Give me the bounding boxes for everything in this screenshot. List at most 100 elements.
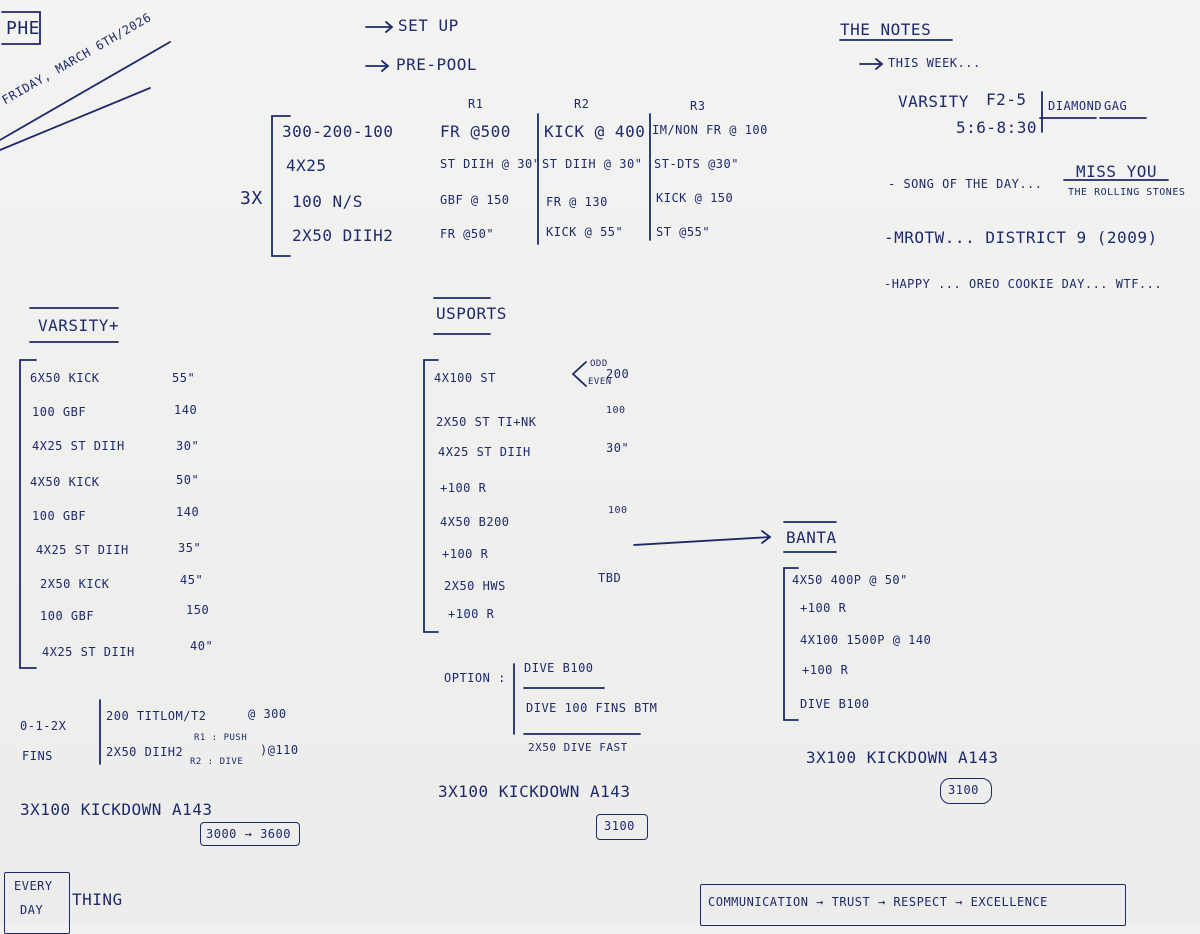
usports-title: USPORTS (436, 304, 507, 323)
varsity-bracket-time: )@110 (260, 743, 299, 757)
notes-happy: -HAPPY ... OREO COOKIE DAY... WTF... (884, 277, 1163, 291)
warmup-row-r1: FR @50" (440, 227, 495, 241)
usports-row-time: 100 (606, 405, 626, 416)
varsity-total-box (200, 822, 300, 846)
warmup-row-r3: ST-DTS @30" (654, 157, 739, 171)
varsity-row-item: 4x50 KICK (30, 475, 100, 489)
varsity-kickdown: 3x100 KICKDOWN A143 (20, 800, 213, 819)
tag-phe: PHE (6, 18, 41, 39)
banta-row: 4x50 400P @ 50" (792, 573, 908, 587)
usports-option: DIVE B100 (524, 661, 594, 675)
varsity-row-item: 4x25 ST DIIH (42, 645, 135, 659)
usports-row-item: +100 R (442, 547, 489, 561)
varsity-r2: R2 : DIVE (190, 757, 244, 767)
usports-row-item: +100 R (448, 607, 495, 621)
warmup-row-r2: FR @ 130 (546, 195, 608, 209)
notes-varsity-label: VARSITY (898, 92, 969, 111)
notes-diamond: DIAMOND (1048, 99, 1103, 113)
usports-option: DIVE 100 FINS BTM (526, 701, 658, 715)
varsity-row-time: 30" (176, 439, 200, 453)
usports-row-item: 4x50 B200 (440, 515, 510, 529)
varsity-row-time: 35" (178, 541, 202, 555)
warmup-row-item: 100 N/S (292, 192, 363, 211)
usports-row-item: 4x100 ST (434, 371, 496, 385)
warmup-row-r1: GBF @ 150 (440, 193, 510, 207)
notes-this-week: THIS WEEK... (888, 56, 981, 70)
notes-varsity-f: F2-5 (986, 90, 1027, 109)
usports-row-note2: EVEN (588, 377, 612, 387)
notes-song-label: - SONG OF THE DAY... (888, 177, 1043, 191)
footer-thing: THING (72, 890, 123, 909)
notes-varsity-time: 5:6-8:30 (956, 118, 1038, 137)
warmup-row-item: 2x50 DIIH2 (292, 226, 394, 245)
warmup-round-3: R3 (690, 99, 706, 113)
usports-row-time: 30" (606, 441, 630, 455)
usports-row-time: TBD (598, 571, 622, 585)
varsity-row-item: 6x50 KICK (30, 371, 100, 385)
prepool-text: PRE-POOL (396, 55, 478, 74)
usports-row-time: 200 (606, 367, 630, 381)
warmup-row-r2: KICK @ 400 (544, 122, 646, 141)
footer-every: EVERY (14, 879, 53, 893)
notes-title: THE NOTES (840, 20, 932, 39)
warmup-row-r2: ST DIIH @ 30" (542, 157, 643, 171)
warmup-row-item: 4x25 (286, 156, 327, 175)
usports-total: 3100 (604, 819, 635, 833)
varsity-row-item: 4x25 ST DIIH (32, 439, 125, 453)
warmup-row-r2: KICK @ 55" (546, 225, 624, 239)
warmup-round-2: R2 (574, 97, 590, 111)
warmup-row-r1: FR @500 (440, 122, 511, 141)
varsity-row-time: 45" (180, 573, 204, 587)
usports-option: 2x50 DIVE FAST (528, 741, 628, 754)
varsity-row-time: 50" (176, 473, 200, 487)
varsity-r1: R1 : PUSH (194, 733, 248, 743)
varsity-row-time: 140 (174, 403, 198, 417)
usports-row-item: 4x25 ST DIIH (438, 445, 531, 459)
banta-total-box (940, 778, 992, 804)
varsity-row-time: 150 (186, 603, 210, 617)
varsity-row-item: 4x25 ST DIIH (36, 543, 129, 557)
usports-row-time: 100 (608, 505, 628, 516)
varsity-line1-time: @ 300 (248, 707, 287, 721)
usports-row-note1: ODD (590, 359, 608, 369)
varsity-row-item: 100 GBF (40, 609, 95, 623)
banta-total: 3100 (948, 783, 979, 797)
banta-row: 4x100 1500P @ 140 (800, 633, 932, 647)
banta-row: +100 R (800, 601, 847, 615)
varsity-row-time: 55" (172, 371, 196, 385)
varsity-row-item: 100 GBF (32, 509, 87, 523)
usports-row-item: +100 R (440, 481, 487, 495)
varsity-row-item: 2x50 KICK (40, 577, 110, 591)
banta-kickdown: 3x100 KICKDOWN A143 (806, 748, 999, 767)
usports-row-item: 2x50 ST TI+NK (436, 415, 537, 429)
warmup-row-r1: ST DIIH @ 30" (440, 157, 541, 171)
varsity-line1: 200 TITLOM/T2 (106, 709, 207, 723)
usports-total-box (596, 814, 648, 840)
usports-row-item: 2x50 HWS (444, 579, 506, 593)
warmup-multiplier: 3x (240, 188, 263, 209)
warmup-row-r3: KICK @ 150 (656, 191, 734, 205)
varsity-fins: FINS (22, 749, 53, 763)
varsity-rep: 0-1-2x (20, 719, 67, 733)
varsity-row-time: 140 (176, 505, 200, 519)
usports-option-label: OPTION : (444, 671, 506, 685)
setup-text: SET UP (398, 16, 459, 35)
warmup-row-r3: IM/non FR @ 100 (652, 123, 768, 137)
notes-mrotw: -MROTW... DISTRICT 9 (2009) (884, 228, 1158, 247)
banta-row: +100 R (802, 663, 849, 677)
warmup-row-item: 300-200-100 (282, 122, 394, 141)
notes-song-artist: THE ROLLING STONES (1068, 187, 1186, 198)
varsity-total: 3000 → 3600 (206, 827, 291, 841)
footer-motto: COMMUNICATION → TRUST → RESPECT → EXCELL… (708, 895, 1048, 909)
varsity-row-time: 40" (190, 639, 214, 653)
notes-song-title: MISS YOU (1076, 162, 1158, 181)
usports-kickdown: 3x100 KICKDOWN A143 (438, 782, 631, 801)
warmup-row-r3: ST @55" (656, 225, 711, 239)
varsity-row-item: 100 GBF (32, 405, 87, 419)
banta-row: DIVE B100 (800, 697, 870, 711)
warmup-round-1: R1 (468, 97, 484, 111)
varsity-line2: 2x50 DIIH2 (106, 745, 184, 759)
footer-day: DAY (20, 903, 44, 917)
varsity-title: VARSITY+ (38, 316, 120, 335)
